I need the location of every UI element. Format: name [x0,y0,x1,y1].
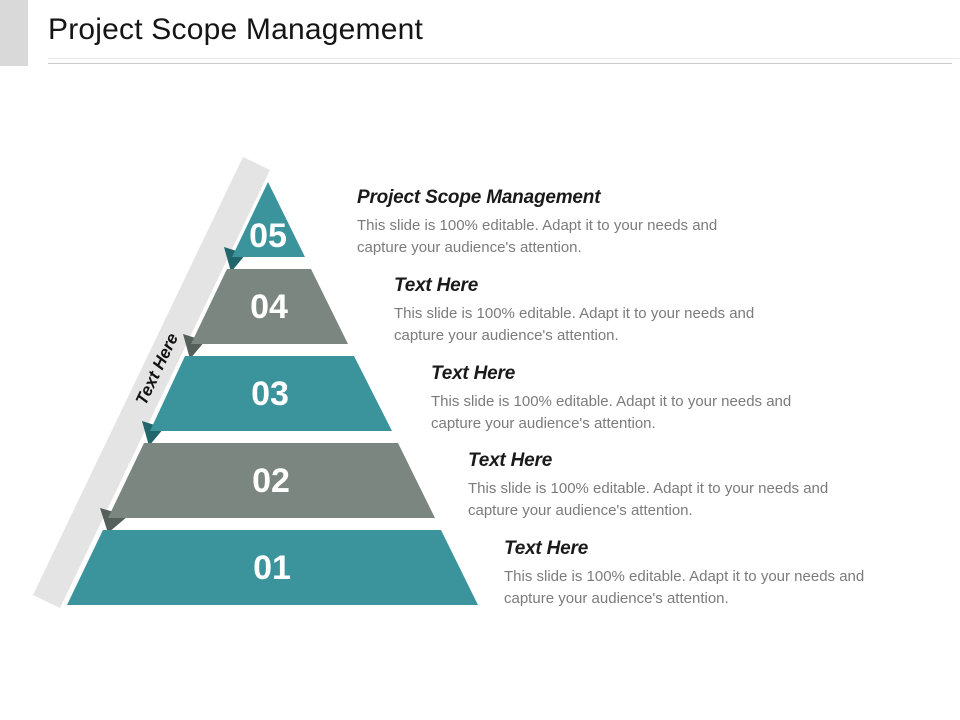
ribbon-banner [33,157,270,608]
title-underline-dark [48,63,952,64]
title-underline-light [48,58,960,59]
text-block-heading: Project Scope Management [357,187,601,208]
text-block-level-5: Project Scope Management This slide is 1… [357,187,742,259]
pyramid-level-3-shape [150,356,392,431]
pyramid-level-1-shape [67,530,478,605]
text-block-level-4: Text Here This slide is 100% editable. A… [394,275,779,347]
text-block-body: This slide is 100% editable. Adapt it to… [504,568,865,607]
corner-accent [0,0,28,66]
pyramid-level-4-shape [191,269,348,344]
pyramid-level-2-number: 02 [252,462,290,500]
slide-title: Project Scope Management [48,13,424,46]
text-block-body: This slide is 100% editable. Adapt it to… [394,305,755,344]
pyramid-level-3-number: 03 [251,375,289,413]
text-block-heading: Text Here [504,538,589,559]
text-block-level-1: Text Here This slide is 100% editable. A… [504,538,889,610]
text-block-body: This slide is 100% editable. Adapt it to… [468,480,829,519]
pyramid-level-1-number: 01 [253,549,291,587]
pyramid-level-5-shape [232,182,305,257]
pyramid-level-5-number: 05 [249,217,287,255]
text-block-body: This slide is 100% editable. Adapt it to… [431,393,792,432]
text-block-heading: Text Here [394,275,479,296]
pyramid-level-2-shape [108,443,435,518]
text-block-heading: Text Here [431,363,516,384]
text-block-level-3: Text Here This slide is 100% editable. A… [431,363,816,435]
pyramid-level-4-number: 04 [250,288,288,326]
text-block-body: This slide is 100% editable. Adapt it to… [357,217,718,256]
text-block-heading: Text Here [468,450,553,471]
text-block-level-2: Text Here This slide is 100% editable. A… [468,450,853,522]
